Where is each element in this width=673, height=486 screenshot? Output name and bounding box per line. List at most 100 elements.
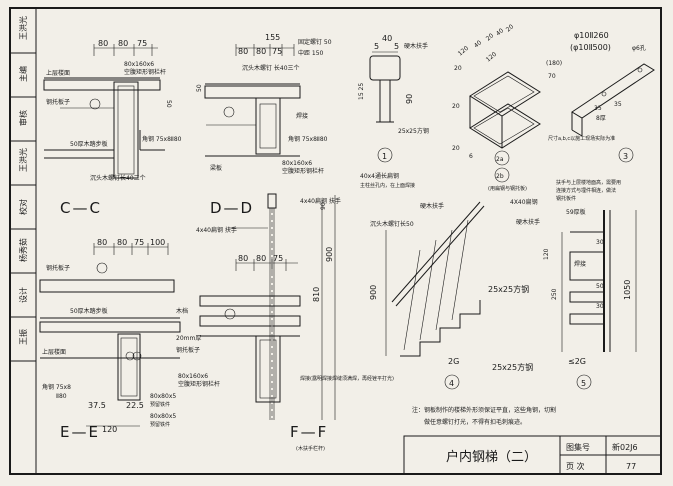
sidebar-cell-6: 杨秀茹 (18, 238, 28, 262)
d1-dim-2: 40 (382, 34, 392, 43)
d3-dim-2: (φ10Ⅱ500) (570, 43, 611, 52)
d5-dim-250: 250 (551, 288, 558, 300)
ee-dim-b3: 120 (102, 425, 117, 434)
ee-dim-4: 100 (150, 238, 165, 247)
sidebar-cell-3: 审核 (18, 110, 28, 126)
cc-note-rect: 80x160x6 (124, 61, 154, 68)
detail-4: 硬木扶手 沉头木螺钉长50 900 25x25方钢 2G 25x25方钢 4 (369, 201, 533, 390)
detail-3-marker (618, 147, 634, 163)
ee-dim-2: 80 (117, 238, 127, 247)
d5-dim-120: 120 (543, 248, 550, 260)
d3-note: 尺寸a,b,c以施工现场实际为准 (548, 135, 615, 142)
dd-note-mid: 中距 150 (298, 49, 324, 57)
d3-dim-3: (180) (546, 60, 562, 67)
d2-note-sub: (用扁钢与钢托板) (488, 185, 527, 192)
svg-text:15 25: 15 25 (358, 83, 365, 100)
dd-note-beam-b: 空腹矩形钢栏杆 (282, 167, 324, 175)
d4-note-screw: 沉头木螺钉长50 (370, 220, 414, 228)
ee-note-pl2b: 预留铁件 (150, 421, 170, 428)
section-ee: 80 80 75 100 钢托板子 50厚木踏步板 木档 20mm厚 钢托板子 … (39, 238, 220, 441)
cc-dim-2: 80 (118, 39, 128, 48)
cc-note-rect2: 空腹矩形钢栏杆 (124, 68, 166, 76)
atlas-label: 图集号 (566, 442, 590, 452)
dd-note-slab: 梁板 (210, 164, 222, 172)
cc-dim-3: 75 (137, 39, 147, 48)
bottom-note-b: 做任意螺钉打光，不得有扣毛刺痕迹。 (424, 418, 526, 426)
cc-note-plate: 钢托板子 (46, 98, 70, 106)
ee-note-pl1b: 预留铁件 (150, 401, 170, 408)
cc-note-screw: 沉头木螺钉长40三个 (90, 174, 146, 182)
dd-section-label: D—D (210, 199, 254, 217)
ee-note-angle: 角钢 75x8 (42, 383, 71, 391)
ee-note-step: 50厚木踏步板 (70, 307, 108, 315)
page-label: 页 次 (566, 461, 585, 471)
ee-note-rect: 80x160x6 (178, 373, 208, 380)
d2-dim-3: 20 (485, 32, 495, 42)
svg-text:20: 20 (452, 103, 460, 110)
dd-dim-2: 80 (238, 47, 248, 56)
title-text: 户内钢梯（二） (446, 449, 537, 465)
ff-dim-810: 810 (312, 287, 321, 302)
detail-5-marker (576, 374, 592, 390)
detail-1-marker (377, 147, 393, 163)
ee2-dim-2: 80 (256, 254, 266, 263)
ff-note-weld: 焊接(露明焊接焊缝须满焊，再经锉平打光) (300, 375, 394, 382)
d5-circle: 5 (581, 379, 586, 388)
dd-note-screw: 沉头木螺钉 长40三个 (242, 64, 300, 72)
sidebar-cell-1: 王洪光 (18, 16, 28, 40)
ee2-dim-1: 80 (238, 254, 248, 263)
sidebar-cell-4: 王洪光 (18, 148, 28, 172)
ee-dim-3: 75 (134, 238, 144, 247)
section-ee-right: 80 80 75 (199, 254, 301, 403)
d3-dim-1: φ10Ⅱ260 (574, 31, 609, 40)
detail-4-marker (444, 374, 460, 390)
d5-note-c: 钢托板件 (556, 195, 576, 202)
d3-note-ang: 8厚 (596, 115, 606, 122)
d2-dim-5: 20 (505, 23, 515, 33)
d5-dim-50: 50 (596, 283, 604, 290)
ee-dim-1: 80 (97, 238, 107, 247)
title-block: 户内钢梯（二） 图集号 新02J6 页 次 77 (403, 435, 662, 475)
d5-dim-1050: 1050 (623, 280, 632, 300)
ff-caption: (木扶手栏杆) (296, 445, 325, 452)
cc-dim-1: 80 (98, 39, 108, 48)
dd-note-angle: 角钢 75x8Ⅱ80 (288, 135, 328, 143)
sidebar-cell-7: 设计 (18, 287, 28, 303)
svg-text:35: 35 (614, 101, 622, 108)
ee-dim-b1: 37.5 (88, 401, 106, 410)
sidebar-cell-5: 校对 (18, 199, 28, 215)
detail-2b-marker (494, 167, 510, 183)
ee-note-pl2: 80x80x5 (150, 413, 176, 420)
dd-dim-3: 80 (256, 47, 266, 56)
d2-dim-1: 120 (457, 45, 470, 58)
ff-note-rail: 4x40扁钢 扶手 (300, 197, 341, 205)
d1-dim-3: 5 (394, 42, 399, 51)
d5-note-hand: 硬木扶手 (516, 218, 540, 226)
svg-text:50: 50 (165, 100, 172, 108)
dd-dim-1: 155 (265, 33, 280, 42)
d4-note-sq2: 25x25方钢 (492, 362, 533, 372)
cc-section-label: C—C (60, 199, 102, 217)
cc-note-step: 50厚木踏步板 (70, 140, 108, 148)
detail-1: 5 40 5 硬木扶手 25x25方钢 15 25 90 1 40x4通长扁钢 … (358, 34, 429, 189)
detail-2: 120 40 20 40 20 20 120 20 20 6 2a 2b (用扁… (452, 23, 541, 192)
atlas-value: 新02J6 (612, 442, 638, 452)
detail-5: 扶手与上层楼地面高，需要用 连接方式与埋件相连，做法 钢托板件 59厚板 4X4… (510, 179, 637, 390)
d1-dim-1: 5 (374, 42, 379, 51)
dd-note-beam-a: 80x160x6 (282, 160, 312, 167)
sidebar-cell-2: 主编 (18, 66, 28, 82)
d3-circle: 3 (623, 152, 628, 161)
ff-dim-90: 90 (320, 202, 327, 210)
ee-note-plate: 钢托板子 (46, 264, 70, 272)
d2b-circle: 2b (496, 173, 504, 180)
svg-text:20: 20 (452, 145, 460, 152)
ee-note-rect2: 空腹矩形钢栏杆 (178, 380, 220, 388)
d5-note-d: 59厚板 (566, 208, 586, 216)
bottom-note-a: 注：钢板制作的楼梯外形须保证平直，这些角钢，切割 (412, 406, 556, 414)
svg-text:35: 35 (594, 105, 602, 112)
ff-dim-900: 900 (325, 247, 334, 262)
page-value: 77 (626, 462, 636, 471)
svg-text:50: 50 (196, 84, 203, 92)
